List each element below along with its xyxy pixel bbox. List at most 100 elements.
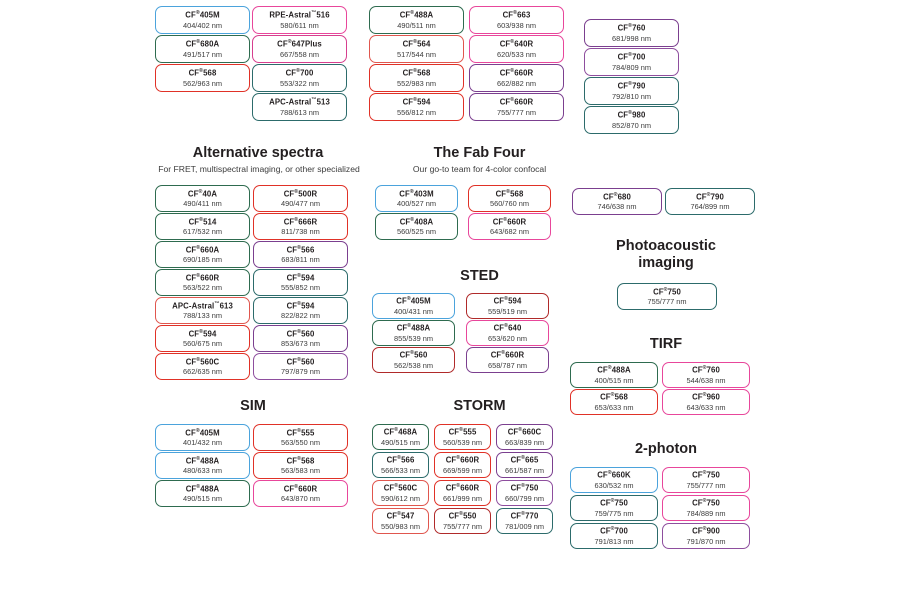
dye-wavelengths: 683/811 nm <box>281 255 320 265</box>
dye-wavelengths: 400/431 nm <box>393 306 434 316</box>
dye-wavelengths: 781/009 nm <box>504 521 545 531</box>
dye-name: CF®660R <box>283 483 318 494</box>
dye-wavelengths: 563/550 nm <box>280 438 321 448</box>
dye-name: CF®750 <box>653 286 681 297</box>
dye-name: CF®660K <box>597 470 631 480</box>
dye-wavelengths: 797/879 nm <box>280 367 321 377</box>
dye-wavelengths: 853/673 nm <box>280 339 321 349</box>
dye-wavelengths: 852/870 nm <box>611 120 652 130</box>
dye-wavelengths: 667/558 nm <box>279 49 320 59</box>
dye-name: CF®660R <box>499 68 534 78</box>
dye-wavelengths: 653/620 nm <box>487 333 528 343</box>
dye-wavelengths: 562/538 nm <box>393 360 434 370</box>
section-title-photoacoustic: Photoacoustic imaging <box>616 238 716 271</box>
dye-wavelengths: 490/515 nm <box>182 494 223 504</box>
dye-wavelengths: 663/839 nm <box>504 437 545 447</box>
dye-name: CF®770 <box>510 511 539 521</box>
section-title-two-photon: 2-photon <box>634 441 697 457</box>
dye-name: CF®555 <box>448 427 477 437</box>
dye-name: CF®550 <box>448 511 477 521</box>
dye-name: CF®666R <box>283 216 318 227</box>
section-title-sted: STED <box>460 268 499 284</box>
dye-name: CF®660R <box>492 216 527 227</box>
dye-name: CF®560C <box>383 483 418 493</box>
dye-wavelengths: 401/432 nm <box>182 438 223 448</box>
